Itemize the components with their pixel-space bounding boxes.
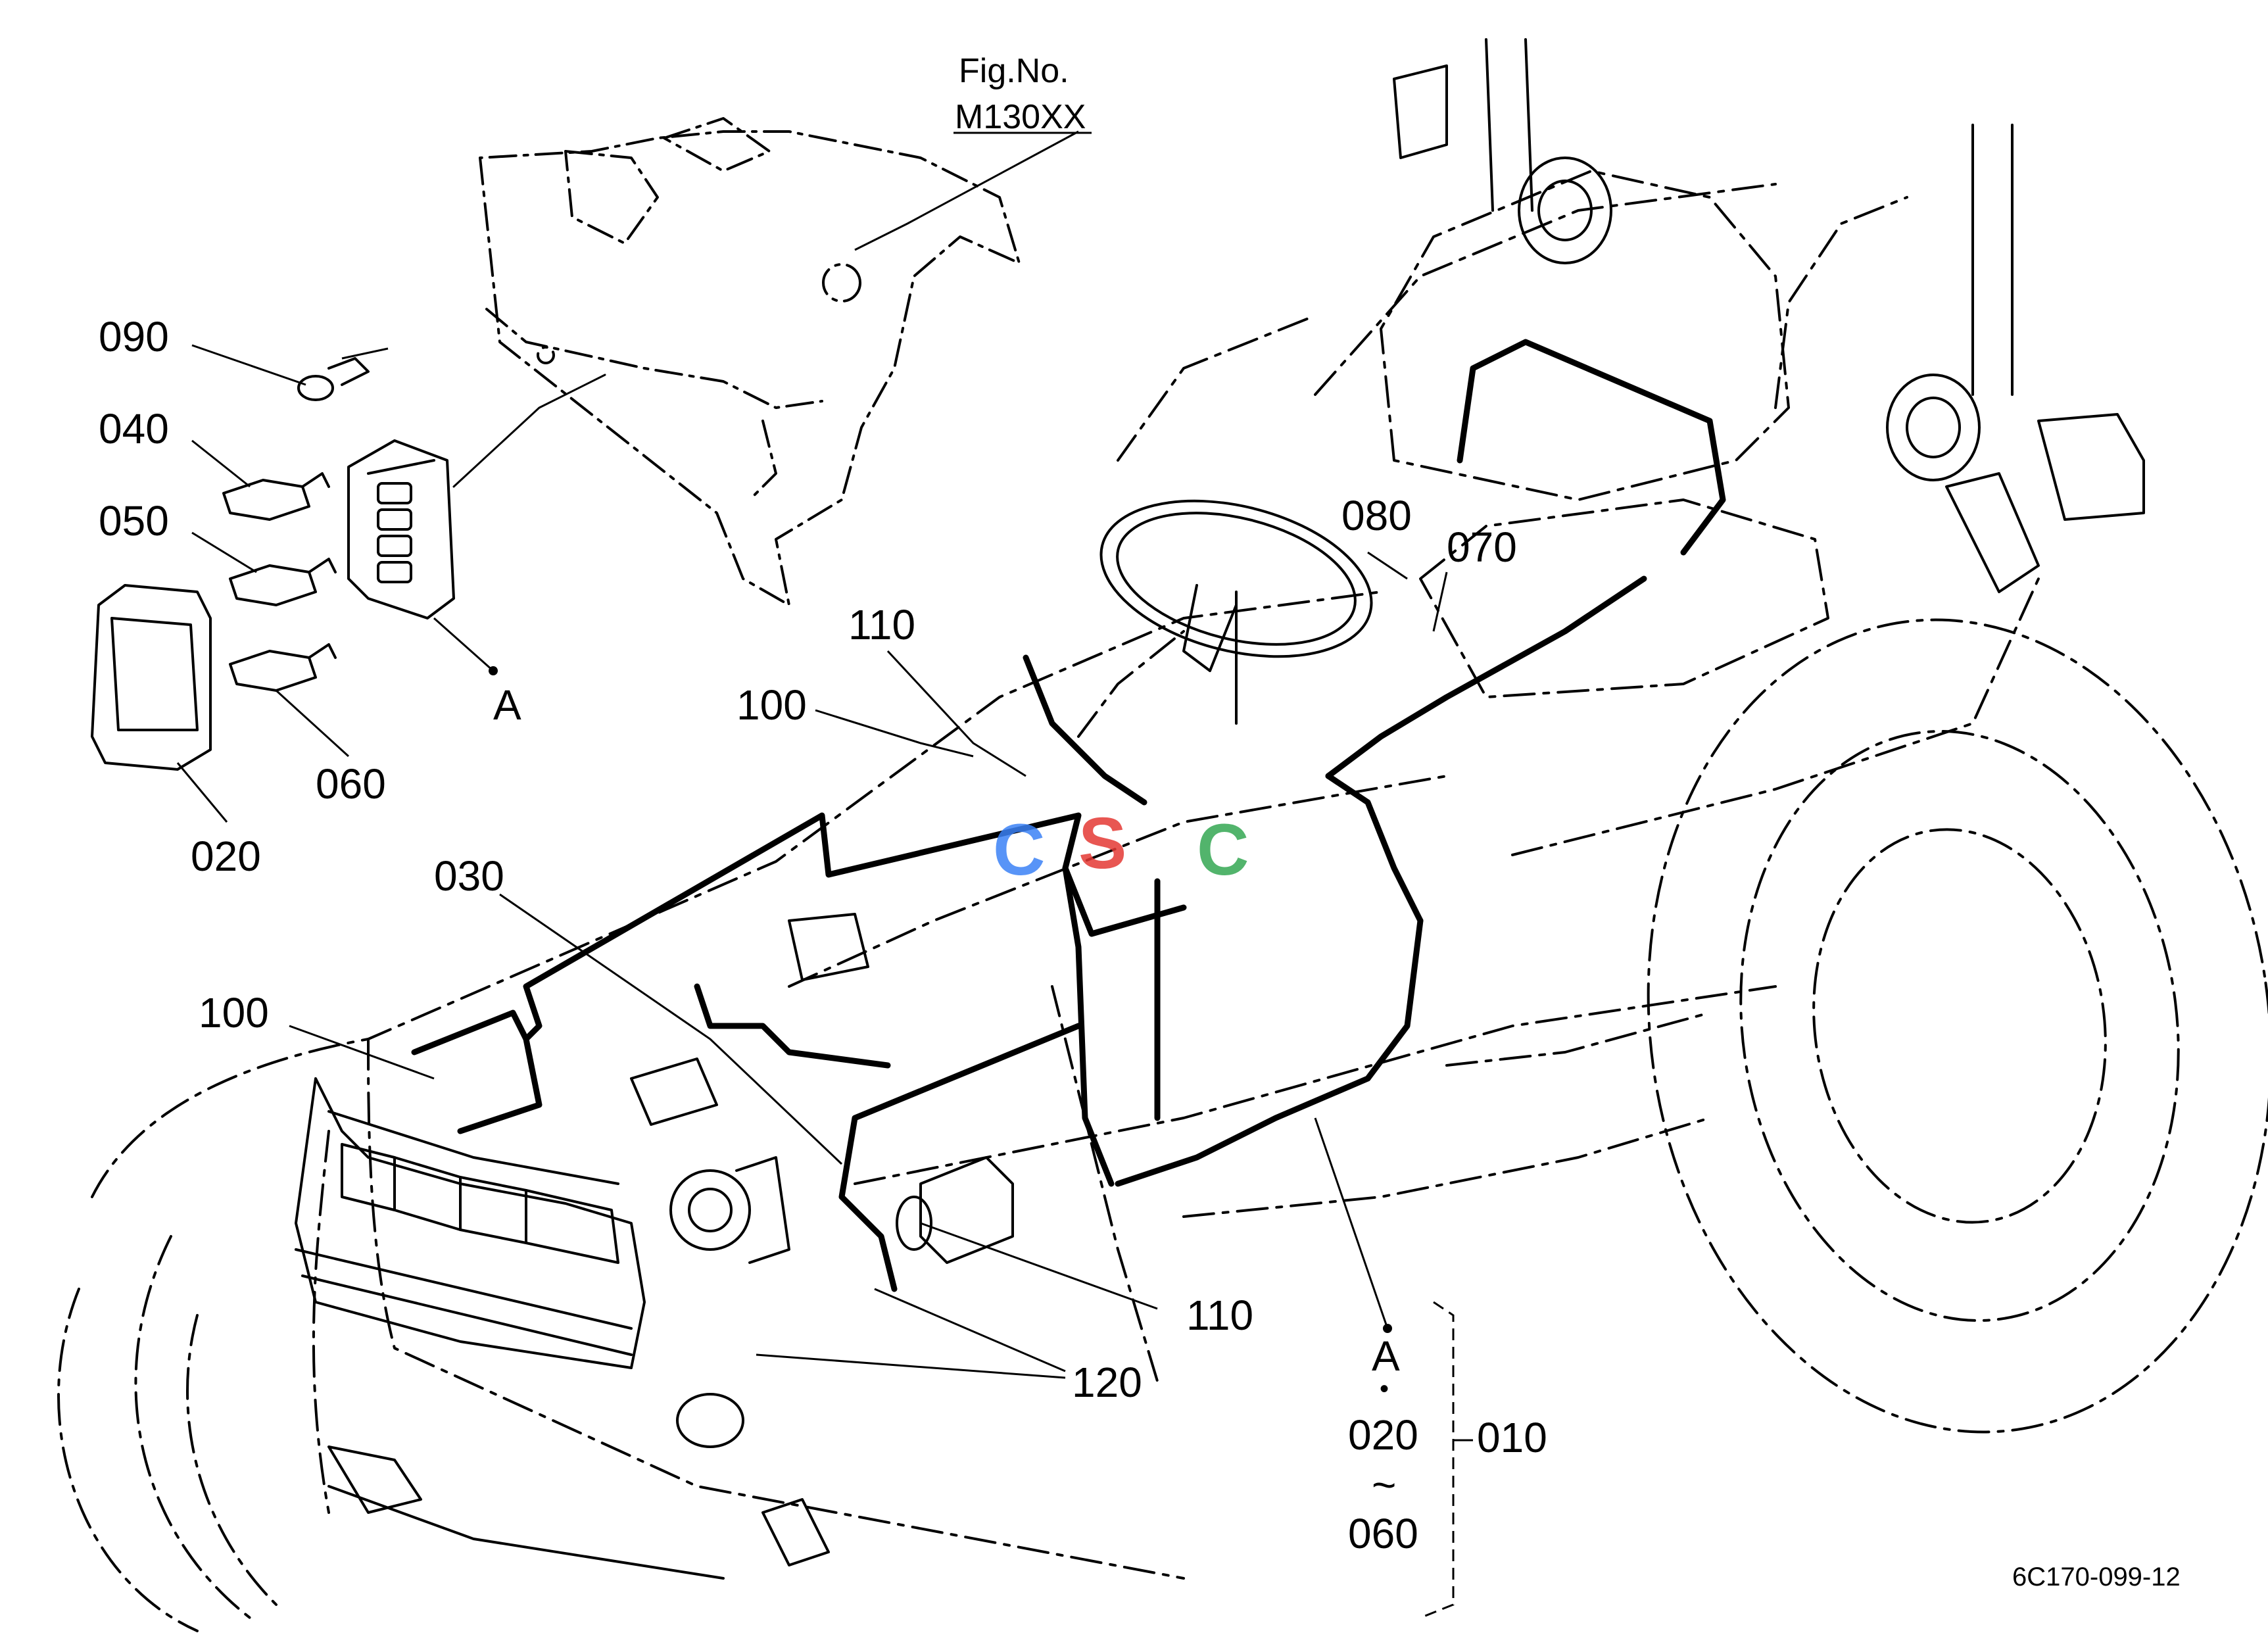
screw-090 <box>297 357 370 401</box>
watermark-letter-1: C <box>993 810 1045 890</box>
leader-050 <box>191 531 257 573</box>
leader-030 <box>499 893 843 1165</box>
leader-A-bracket <box>1314 1117 1389 1329</box>
image-code: 6C170-099-12 <box>2012 1563 2181 1591</box>
leader-100-front <box>289 1025 435 1080</box>
part-label-020: 020 <box>191 833 261 880</box>
part-label-040: 040 <box>99 405 169 452</box>
watermark-letter-2: S <box>1078 803 1126 884</box>
fig-number: M130XX <box>955 98 1086 136</box>
relay <box>788 913 869 981</box>
front-grille <box>295 1077 830 1580</box>
leader-120-b <box>874 1288 1066 1372</box>
bracket-label-010: 010 <box>1477 1414 1547 1461</box>
starter-motor <box>896 1156 1014 1264</box>
leader-020 <box>176 762 228 823</box>
bracket-label-tilde: ~ <box>1372 1461 1397 1509</box>
ref-label-A-bracket: A <box>1372 1332 1400 1380</box>
part-label-110-upper: 110 <box>848 601 916 648</box>
leader-040 <box>191 439 251 488</box>
front-tire <box>57 1235 251 1632</box>
part-label-100-front: 100 <box>199 989 269 1036</box>
rops-frame <box>1393 38 2145 593</box>
leader-A-fusebox <box>433 617 494 672</box>
leader-fig <box>854 130 1079 251</box>
leader-120-a <box>756 1353 1066 1379</box>
part-label-080: 080 <box>1341 492 1412 539</box>
part-label-100-upper: 100 <box>736 681 807 729</box>
fuse-cover-020 <box>91 584 212 771</box>
part-label-050: 050 <box>99 497 169 545</box>
part-label-030: 030 <box>434 852 504 900</box>
fuse-050 <box>229 558 337 606</box>
bracket-line <box>1420 1301 1455 1619</box>
part-label-090: 090 <box>99 313 169 360</box>
seat-outline <box>1380 170 1829 698</box>
leader-090b <box>341 347 389 360</box>
leader-110-upper <box>886 650 1026 777</box>
fuse-box-A <box>347 374 606 619</box>
part-label-110-lower: 110 <box>1186 1292 1254 1339</box>
part-label-060: 060 <box>316 760 386 808</box>
bracket-dot: • <box>1380 1374 1389 1403</box>
tractor-body-outline <box>91 183 2040 1606</box>
steering-wheel <box>1099 499 1373 725</box>
bracket-label-060: 060 <box>1348 1510 1418 1557</box>
leader-lines <box>176 130 1473 1619</box>
solenoid <box>630 1057 718 1126</box>
leader-070 <box>1432 571 1448 632</box>
ref-label-A-fusebox: A <box>493 681 521 729</box>
watermark-logo: C S C <box>993 803 1249 890</box>
leader-060 <box>275 689 350 758</box>
alternator <box>669 1156 790 1264</box>
part-label-070: 070 <box>1447 523 1517 571</box>
rear-tire <box>1647 618 2268 1434</box>
dot-A-bracket <box>1383 1324 1392 1333</box>
leader-080 <box>1367 551 1408 580</box>
watermark-letter-3: C <box>1197 810 1249 890</box>
dot-A-fusebox <box>489 666 498 675</box>
wire-harness <box>411 339 1726 1292</box>
fuse-060 <box>229 643 337 692</box>
rear-panel-outline <box>479 117 1021 606</box>
part-label-120: 120 <box>1072 1359 1142 1406</box>
leader-090 <box>191 344 306 386</box>
leader-100-upper <box>815 709 974 758</box>
fig-label: Fig.No. <box>959 52 1069 90</box>
leader-110-lower <box>920 1222 1158 1310</box>
fuse-040 <box>222 472 330 521</box>
bracket-label-020: 020 <box>1348 1411 1418 1459</box>
